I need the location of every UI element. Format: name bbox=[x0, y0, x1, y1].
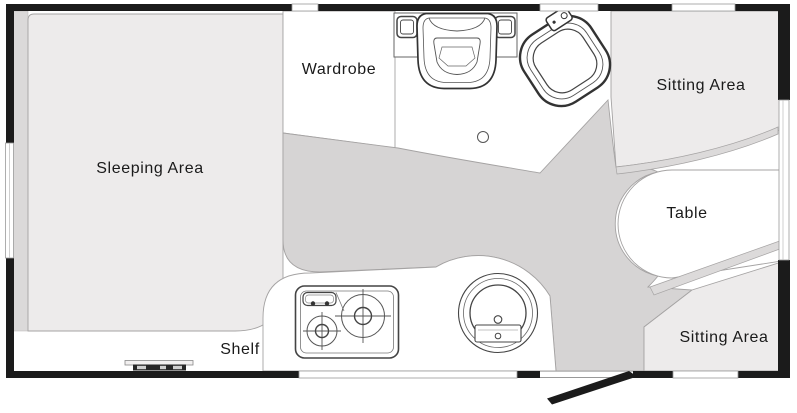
window-top-3 bbox=[671, 3, 736, 12]
toilet-seat bbox=[433, 37, 481, 75]
stove-knob bbox=[324, 301, 330, 306]
kitchen-sink-fixture bbox=[457, 272, 539, 354]
window-bottom-2 bbox=[672, 370, 739, 379]
sink-drain bbox=[493, 315, 503, 324]
label-shelf: Shelf bbox=[220, 341, 260, 358]
wall-top bbox=[318, 4, 540, 11]
label-sleeping-area: Sleeping Area bbox=[96, 160, 204, 177]
wall-bottom bbox=[517, 371, 540, 378]
wall-right bbox=[778, 4, 790, 100]
window-bottom-1 bbox=[298, 370, 518, 379]
window-right bbox=[778, 99, 790, 261]
entry-door bbox=[547, 371, 637, 405]
wall-right bbox=[778, 260, 790, 378]
wall-top bbox=[735, 4, 790, 11]
bathroom-sink-fixture bbox=[518, 6, 612, 108]
wall-top bbox=[598, 4, 672, 11]
label-wardrobe: Wardrobe bbox=[301, 61, 377, 78]
label-sitting-area-bottom: Sitting Area bbox=[679, 329, 769, 346]
wall-left bbox=[6, 258, 14, 378]
wall-left bbox=[6, 4, 14, 143]
window-top-2 bbox=[539, 3, 599, 12]
stove-knob bbox=[310, 301, 316, 306]
stove-fixture bbox=[294, 285, 400, 359]
wall-top bbox=[8, 4, 292, 11]
wardrobe-area bbox=[282, 10, 396, 149]
table-area bbox=[617, 169, 789, 279]
label-table: Table bbox=[666, 205, 708, 222]
stove-control-panel bbox=[302, 291, 337, 307]
burner-large bbox=[341, 294, 385, 338]
wall-bottom bbox=[738, 371, 790, 378]
burner-crosshair bbox=[303, 312, 341, 350]
wall-bottom bbox=[633, 371, 673, 378]
window-top-1 bbox=[291, 3, 319, 12]
toilet-fixture bbox=[393, 12, 518, 90]
label-sitting-area-top: Sitting Area bbox=[656, 77, 746, 94]
burner-crosshair bbox=[335, 289, 391, 343]
burner-small bbox=[306, 315, 338, 347]
entry-step bbox=[124, 360, 194, 371]
toilet-bowl-outline bbox=[416, 12, 498, 90]
floor-drain-icon bbox=[477, 131, 489, 143]
wall-bottom bbox=[8, 371, 299, 378]
seat-band-upper bbox=[615, 126, 779, 175]
